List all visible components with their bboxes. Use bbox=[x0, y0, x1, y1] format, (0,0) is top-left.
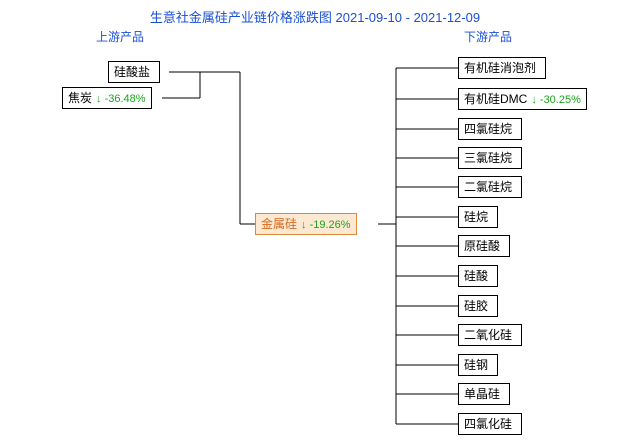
downstream-node-1[interactable]: 有机硅DMC↓ -30.25% bbox=[458, 88, 587, 110]
downstream-node-12-label: 四氯化硅 bbox=[464, 417, 513, 431]
downstream-node-7[interactable]: 硅酸 bbox=[458, 265, 499, 287]
downstream-node-6-label: 原硅酸 bbox=[464, 239, 501, 253]
downstream-node-11-label: 单晶硅 bbox=[464, 387, 501, 401]
chart-title: 生意社金属硅产业链价格涨跌图 2021-09-10 - 2021-12-09 bbox=[149, 10, 481, 25]
downstream-node-7-label: 硅酸 bbox=[464, 269, 489, 283]
upstream-node-0[interactable]: 硅酸盐 bbox=[108, 61, 161, 83]
downstream-node-9[interactable]: 二氧化硅 bbox=[458, 324, 523, 346]
downstream-node-10[interactable]: 硅钢 bbox=[458, 354, 499, 376]
downstream-node-1-label: 有机硅DMC bbox=[464, 92, 528, 106]
downstream-node-5-label: 硅烷 bbox=[464, 210, 489, 224]
downstream-node-0[interactable]: 有机硅消泡剂 bbox=[458, 57, 547, 79]
downstream-node-1-pct: ↓ -30.25% bbox=[531, 94, 581, 106]
upstream-node-1-label: 焦炭 bbox=[68, 91, 93, 105]
downstream-node-6[interactable]: 原硅酸 bbox=[458, 235, 511, 257]
downstream-node-10-label: 硅钢 bbox=[464, 358, 489, 372]
upstream-heading: 上游产品 bbox=[96, 30, 145, 44]
upstream-node-0-label: 硅酸盐 bbox=[114, 65, 151, 79]
downstream-node-3[interactable]: 三氯硅烷 bbox=[458, 147, 523, 169]
downstream-node-3-label: 三氯硅烷 bbox=[464, 151, 513, 165]
center-node-label: 金属硅 bbox=[261, 217, 298, 231]
downstream-node-2-label: 四氯硅烷 bbox=[464, 122, 513, 136]
downstream-node-0-label: 有机硅消泡剂 bbox=[464, 61, 537, 75]
center-node-pct: ↓ -19.26% bbox=[301, 219, 351, 231]
upstream-node-1-pct: ↓ -36.48% bbox=[96, 93, 146, 105]
downstream-node-9-label: 二氧化硅 bbox=[464, 328, 513, 342]
downstream-node-4-label: 二氯硅烷 bbox=[464, 180, 513, 194]
downstream-node-12[interactable]: 四氯化硅 bbox=[458, 413, 523, 435]
downstream-node-5[interactable]: 硅烷 bbox=[458, 206, 499, 228]
downstream-node-8-label: 硅胶 bbox=[464, 299, 489, 313]
downstream-node-2[interactable]: 四氯硅烷 bbox=[458, 118, 523, 140]
downstream-node-4[interactable]: 二氯硅烷 bbox=[458, 176, 523, 198]
downstream-node-11[interactable]: 单晶硅 bbox=[458, 383, 511, 405]
downstream-heading: 下游产品 bbox=[464, 30, 513, 44]
downstream-node-8[interactable]: 硅胶 bbox=[458, 295, 499, 317]
upstream-node-1[interactable]: 焦炭↓ -36.48% bbox=[62, 87, 152, 109]
center-node-metal-silicon[interactable]: 金属硅↓ -19.26% bbox=[255, 213, 357, 235]
